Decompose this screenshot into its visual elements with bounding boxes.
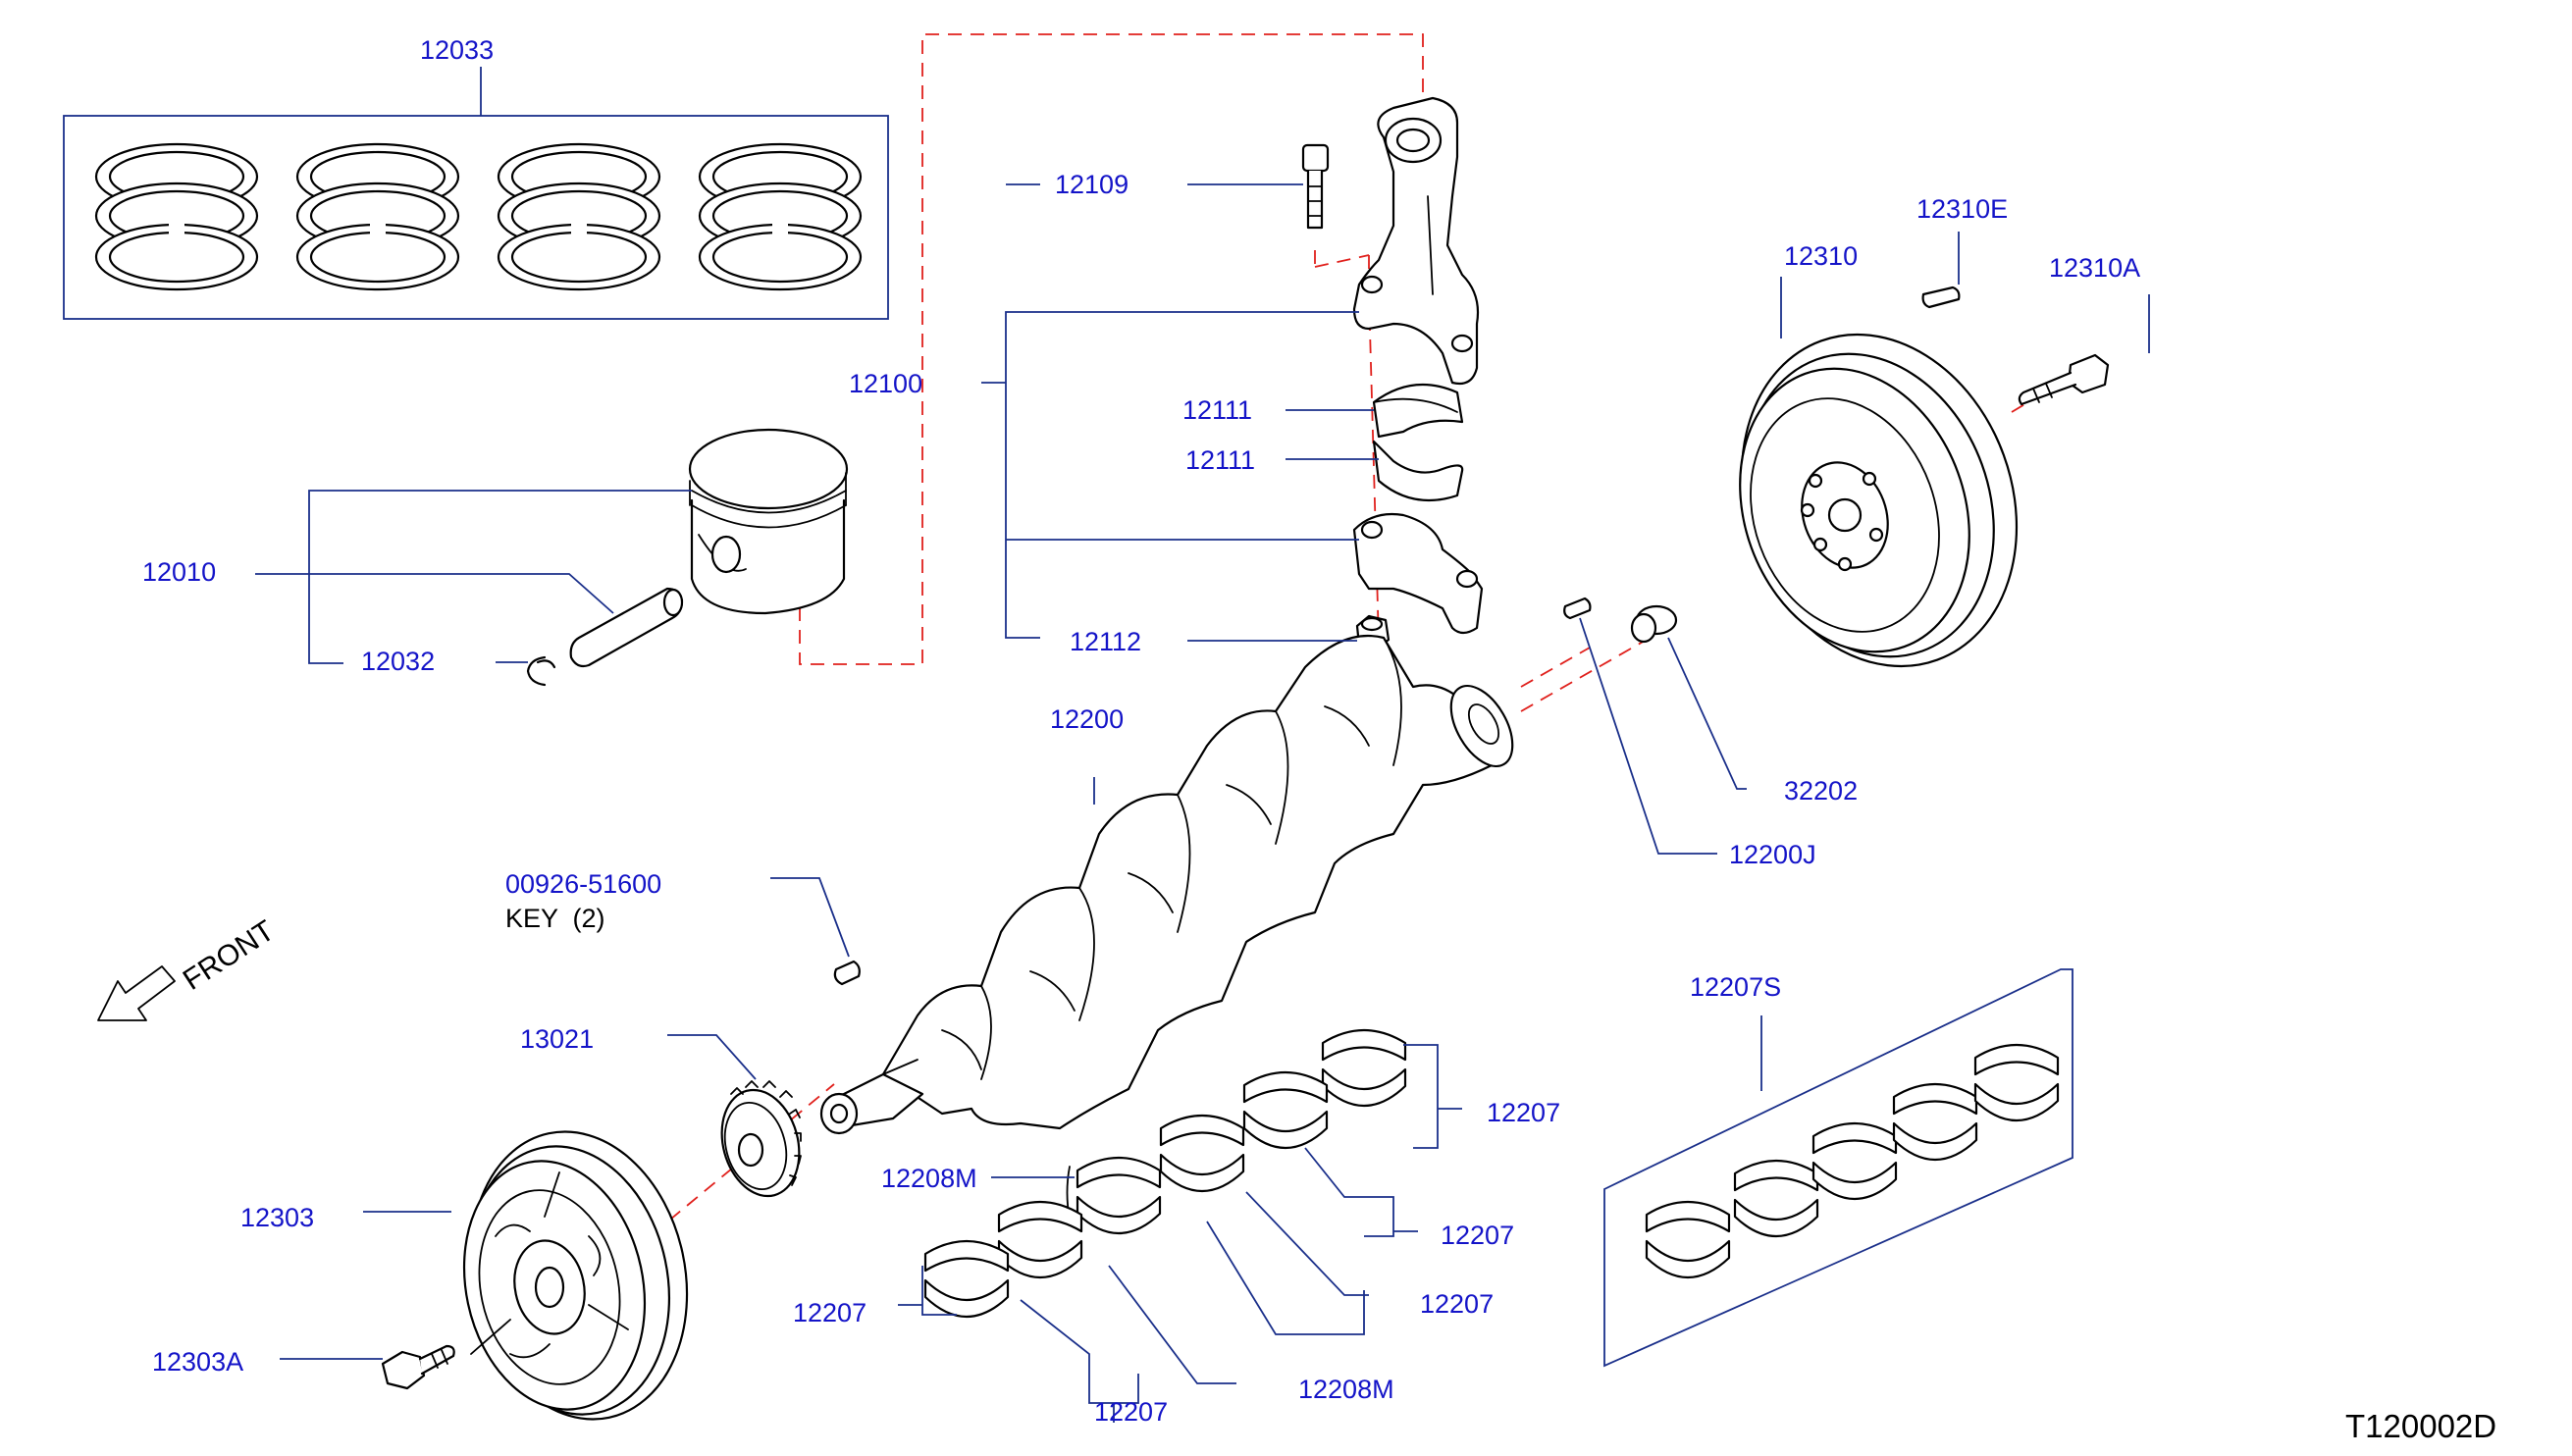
- woodruff-key-00926-51600: [833, 960, 861, 986]
- label-12111-upper: 12111: [1182, 395, 1252, 425]
- pilot-bushing-32202: [1630, 604, 1678, 644]
- label-12310A: 12310A: [2049, 253, 2140, 283]
- part-labels: 12033 12109 12100 12111 12111 12112 1201…: [142, 35, 2140, 1427]
- set-bearing-5: [1973, 1043, 2060, 1121]
- leader-lines: [255, 183, 2150, 1423]
- bearing-pair-3: [1159, 1114, 1245, 1192]
- connecting-rod-bolt-12109: [1301, 143, 1330, 230]
- flywheel-bolt-12310A: [2018, 353, 2110, 406]
- label-12303: 12303: [240, 1203, 314, 1232]
- label-12033: 12033: [420, 35, 494, 65]
- label-12111-lower: 12111: [1185, 445, 1255, 475]
- label-12109: 12109: [1055, 170, 1129, 199]
- reference-code: T120002D: [2345, 1408, 2496, 1444]
- bearing-pair-2: [1242, 1070, 1329, 1149]
- crank-pulley-12303: [462, 1130, 689, 1421]
- label-12207-lower-mid: 12207: [1420, 1289, 1494, 1319]
- label-12208M-lower: 12208M: [1298, 1375, 1394, 1404]
- label-13021: 13021: [520, 1024, 594, 1054]
- label-12100: 12100: [849, 369, 922, 398]
- ring-set-2: [295, 142, 460, 291]
- piston-ring-sets-12033: [63, 67, 889, 320]
- label-12207-right: 12207: [1487, 1098, 1560, 1127]
- front-label: FRONT: [178, 914, 281, 997]
- label-12310: 12310: [1784, 241, 1858, 271]
- piston-12010: [688, 428, 849, 615]
- piston-pin: [569, 587, 684, 668]
- dowel-pin-12200J: [1563, 597, 1592, 620]
- connecting-rod: [1352, 96, 1480, 386]
- label-12303A: 12303A: [152, 1347, 243, 1377]
- arrow-down-left-icon: [97, 965, 176, 1021]
- label-12200: 12200: [1050, 704, 1124, 734]
- label-12010: 12010: [142, 557, 216, 587]
- label-32202: 32202: [1784, 776, 1858, 806]
- crank-sprocket-13021: [720, 1080, 802, 1198]
- set-bearing-2: [1733, 1159, 1819, 1237]
- set-bearing-3: [1811, 1121, 1898, 1200]
- label-12200J: 12200J: [1729, 840, 1816, 869]
- crankshaft-12200: [819, 634, 1514, 1135]
- pulley-bolt-12303A: [381, 1344, 455, 1390]
- flywheel-12310: [1739, 333, 2019, 668]
- ring-set-1: [94, 142, 259, 291]
- main-bearings-loose: [923, 1028, 1407, 1318]
- label-12032: 12032: [361, 647, 435, 676]
- connecting-rod-cap: [1352, 512, 1484, 635]
- set-bearing-1: [1645, 1200, 1731, 1278]
- rod-bearing-upper-12111: [1372, 383, 1464, 439]
- bearing-pair-1: [1321, 1028, 1407, 1107]
- label-12310E: 12310E: [1916, 194, 2008, 224]
- bearing-pair-5: [997, 1200, 1083, 1278]
- set-bearing-4: [1892, 1082, 1978, 1161]
- label-12112: 12112: [1070, 627, 1141, 656]
- flywheel-dowel-12310E: [1921, 286, 1961, 309]
- ring-set-3: [497, 142, 661, 291]
- main-bearing-set-12207S: [1603, 968, 2073, 1368]
- label-12207-mid: 12207: [1441, 1221, 1514, 1250]
- label-12207-bottom: 12207: [1094, 1397, 1168, 1427]
- label-00926-51600: 00926-51600: [505, 869, 661, 899]
- label-12207-left: 12207: [793, 1298, 866, 1327]
- rod-bearing-lower-12111: [1372, 440, 1464, 502]
- bearing-pair-6: [923, 1239, 1010, 1318]
- label-12208M-upper: 12208M: [881, 1164, 977, 1193]
- ring-set-4: [698, 142, 863, 291]
- key-quantity-note: KEY (2): [505, 904, 605, 933]
- label-12207S: 12207S: [1690, 972, 1781, 1002]
- piston-pin-clip-12032: [526, 655, 556, 687]
